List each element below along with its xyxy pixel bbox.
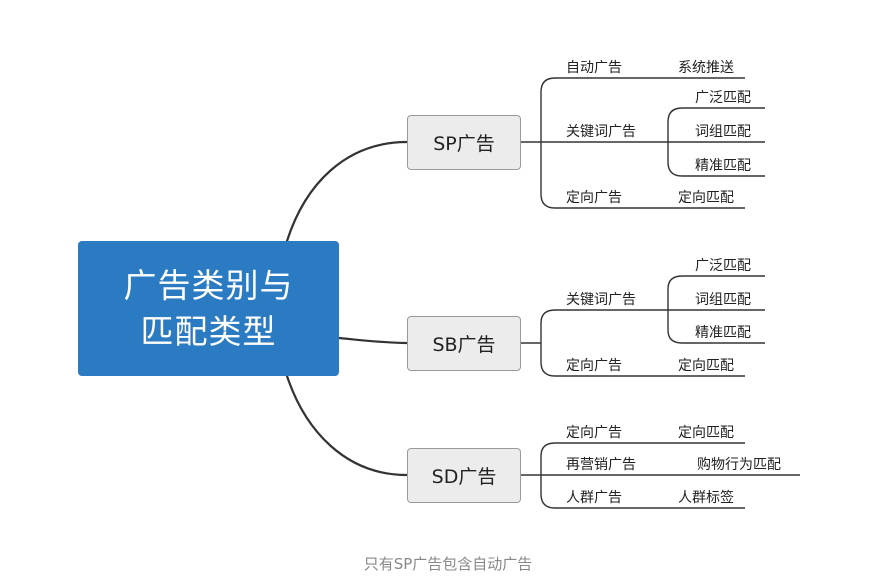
sd-audience-child: 人群标签: [678, 490, 734, 506]
sd-targeting-child: 定向匹配: [678, 425, 734, 441]
connector-root-sd: [285, 374, 409, 477]
connector-sb-keyword: [540, 309, 668, 343]
branch-sb: SB广告: [407, 316, 521, 371]
sp-auto-child: 系统推送: [678, 60, 734, 76]
connector-root-sb: [337, 336, 409, 345]
sb-targeting-child: 定向匹配: [678, 358, 734, 374]
sp-kw-phrase: 词组匹配: [695, 124, 751, 140]
sd-audience-label: 人群广告: [566, 490, 622, 506]
connector-sd-targeting: [540, 442, 745, 475]
diagram-caption: 只有SP广告包含自动广告: [363, 555, 533, 573]
sp-kw-broad: 广泛匹配: [695, 90, 751, 106]
connector-sd-audience: [540, 475, 745, 509]
root-title-line2: 匹配类型: [140, 311, 277, 351]
connector-sp-targeting: [540, 142, 745, 209]
sb-keyword-label: 关键词广告: [566, 292, 636, 308]
sp-auto-label: 自动广告: [566, 60, 622, 76]
sb-kw-exact: 精准匹配: [695, 325, 751, 341]
connector-sp-kw-exact: [667, 142, 765, 177]
sb-targeting-label: 定向广告: [566, 358, 622, 374]
sd-remarketing-child: 购物行为匹配: [697, 457, 781, 473]
sb-kw-phrase: 词组匹配: [695, 292, 751, 308]
connector-sp-kw-broad: [667, 107, 765, 142]
root-title-line1: 广告类别与: [123, 265, 294, 305]
sp-targeting-label: 定向广告: [566, 190, 622, 206]
branch-sd: SD广告: [407, 448, 521, 503]
sd-remarketing-label: 再营销广告: [566, 457, 636, 473]
root-node: 广告类别与 匹配类型: [78, 241, 339, 376]
connector-sb-targeting: [540, 343, 745, 377]
connector-sb-kw-broad: [667, 275, 765, 310]
sb-kw-broad: 广泛匹配: [695, 258, 751, 274]
sp-keyword-label: 关键词广告: [566, 124, 636, 140]
sd-targeting-label: 定向广告: [566, 425, 622, 441]
branch-sp: SP广告: [407, 115, 521, 170]
connector-sb-kw-exact: [667, 310, 765, 344]
connector-root-sp: [285, 140, 409, 243]
connector-sp-auto: [540, 77, 745, 142]
sp-kw-exact: 精准匹配: [695, 158, 751, 174]
sp-targeting-child: 定向匹配: [678, 190, 734, 206]
